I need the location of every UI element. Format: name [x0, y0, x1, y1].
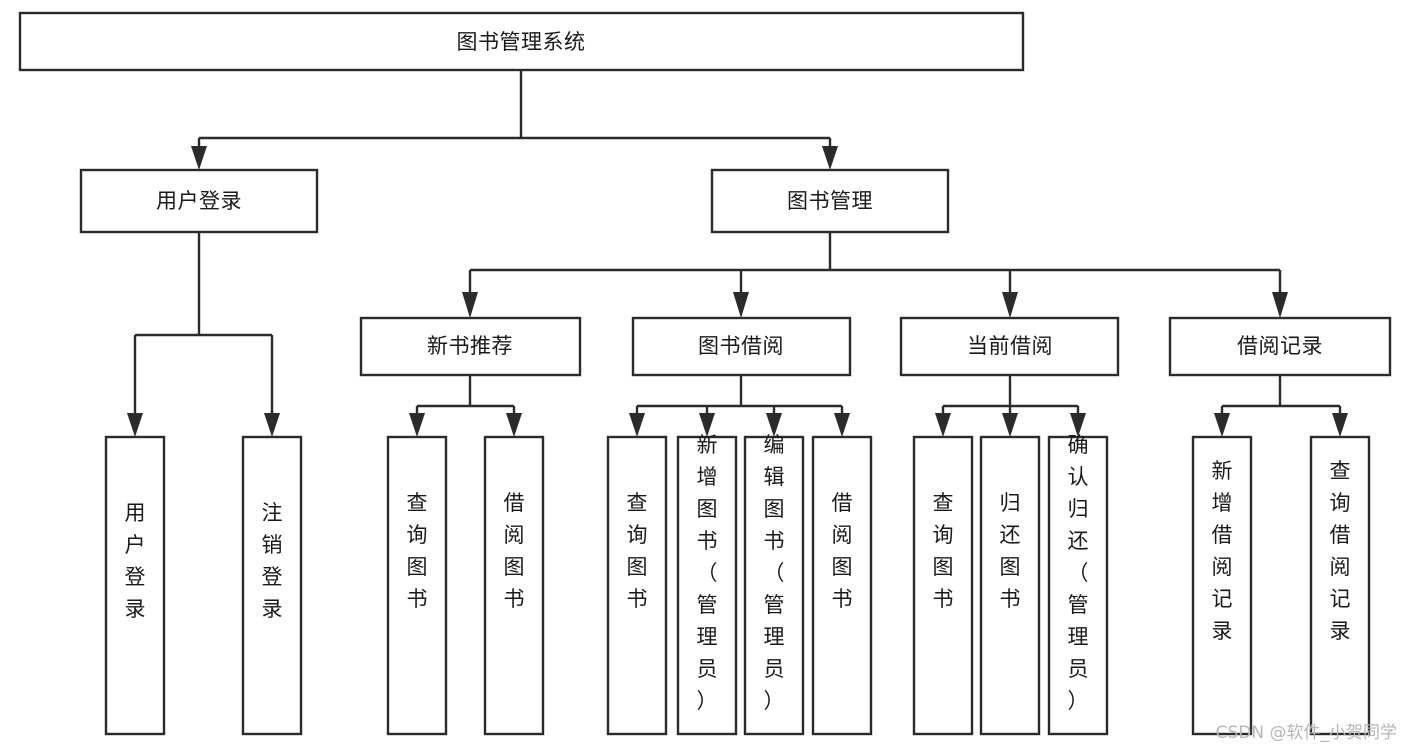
leaf-query-book-3[interactable]: 查询图书 — [912, 435, 974, 736]
arrow-book-borrow-leaf-2 — [699, 413, 715, 437]
node-current-borrow-box[interactable] — [899, 316, 1120, 377]
node-new-book-recommend[interactable]: 新书推荐 — [359, 316, 582, 377]
leaf-query-book-2[interactable]: 查询图书 — [606, 435, 668, 736]
leaf-confirm-return[interactable]: 确认归还（管理员） — [1047, 433, 1109, 736]
arrow-to-book-borrow — [733, 292, 749, 318]
node-user-login-label: 用户登录 — [156, 189, 242, 213]
leaf-query-record-label: 查询借阅记录 — [1330, 459, 1351, 643]
connector-new-book-recommend-to-leaves — [415, 375, 516, 427]
leaf-query-book-2-label: 查询图书 — [627, 491, 648, 611]
arrow-user-login-leaf-2 — [264, 413, 280, 437]
leaf-borrow-book-2-label: 借阅图书 — [832, 491, 853, 611]
leaf-query-book-3-box[interactable] — [912, 435, 974, 736]
leaf-add-book[interactable]: 新增图书（管理员） — [676, 433, 738, 736]
leaf-user-login[interactable]: 用户登录 — [104, 435, 166, 736]
node-user-login[interactable]: 用户登录 — [79, 168, 319, 234]
leaf-return-book-label: 归还图书 — [1000, 491, 1021, 611]
arrow-new-book-leaf-2 — [506, 413, 522, 437]
arrow-to-borrow-record — [1272, 292, 1288, 318]
leaf-user-logout[interactable]: 注销登录 — [241, 435, 303, 736]
node-borrow-record[interactable]: 借阅记录 — [1168, 316, 1392, 377]
leaf-query-book-1-box[interactable] — [386, 435, 448, 736]
arrow-book-borrow-leaf-4 — [834, 413, 850, 437]
arrow-borrow-record-leaf-2 — [1332, 413, 1348, 437]
leaf-borrow-book-1-label: 借阅图书 — [504, 491, 525, 611]
node-book-borrow-box[interactable] — [631, 316, 852, 377]
arrow-current-borrow-leaf-1 — [935, 413, 951, 437]
arrow-book-borrow-leaf-1 — [629, 413, 645, 437]
leaf-user-logout-label: 注销登录 — [262, 501, 283, 621]
connector-borrow-record-to-leaves — [1220, 375, 1342, 427]
leaf-confirm-return-label: 确认归还（管理员） — [1068, 433, 1089, 713]
node-current-borrow-label: 当前借阅 — [967, 334, 1053, 358]
node-new-book-recommend-label: 新书推荐 — [427, 334, 513, 358]
node-current-borrow[interactable]: 当前借阅 — [899, 316, 1120, 377]
leaf-user-login-box[interactable] — [104, 435, 166, 736]
csdn-watermark: CSDN @软件_小贺同学 — [1215, 723, 1397, 743]
leaf-add-book-box[interactable] — [676, 435, 738, 736]
leaf-query-record[interactable]: 查询借阅记录 — [1309, 435, 1371, 736]
leaf-edit-book[interactable]: 编辑图书（管理员） — [743, 433, 805, 736]
connector-root-to-level2 — [197, 70, 832, 160]
leaf-query-book-1[interactable]: 查询图书 — [386, 435, 448, 736]
connector-book-management-to-level3 — [468, 232, 1282, 308]
leaf-query-book-2-box[interactable] — [606, 435, 668, 736]
leaf-edit-book-label: 编辑图书（管理员） — [764, 433, 785, 713]
connector-layer — [127, 70, 1348, 437]
arrow-borrow-record-leaf-1 — [1214, 413, 1230, 437]
node-new-book-recommend-box[interactable] — [359, 316, 582, 377]
arrow-new-book-leaf-1 — [409, 413, 425, 437]
arrow-to-current-borrow — [1002, 292, 1018, 318]
leaf-confirm-return-box[interactable] — [1047, 435, 1109, 736]
arrow-current-borrow-leaf-2 — [1002, 413, 1018, 437]
leaf-borrow-book-1[interactable]: 借阅图书 — [483, 435, 545, 736]
leaf-add-record-label: 新增借阅记录 — [1212, 459, 1233, 643]
node-borrow-record-box[interactable] — [1168, 316, 1392, 377]
node-book-borrow-label: 图书借阅 — [698, 334, 784, 358]
leaf-user-login-label: 用户登录 — [125, 501, 146, 621]
leaf-return-book[interactable]: 归还图书 — [979, 435, 1041, 736]
leaf-query-book-3-label: 查询图书 — [933, 491, 954, 611]
node-book-management[interactable]: 图书管理 — [710, 168, 950, 234]
leaf-query-book-1-label: 查询图书 — [407, 491, 428, 611]
node-root-box[interactable] — [18, 11, 1025, 72]
node-borrow-record-label: 借阅记录 — [1237, 334, 1323, 358]
leaf-add-record[interactable]: 新增借阅记录 — [1191, 435, 1253, 736]
node-book-borrow[interactable]: 图书借阅 — [631, 316, 852, 377]
leaf-borrow-book-2[interactable]: 借阅图书 — [811, 435, 873, 736]
node-root[interactable]: 图书管理系统 — [18, 11, 1025, 72]
node-book-management-box[interactable] — [710, 168, 950, 234]
connector-book-borrow-to-leaves — [635, 375, 844, 427]
leaf-borrow-book-2-box[interactable] — [811, 435, 873, 736]
node-root-label: 图书管理系统 — [457, 30, 586, 54]
connector-user-login-to-leaves — [133, 232, 274, 427]
leaf-query-record-box[interactable] — [1309, 435, 1371, 736]
leaf-add-book-label: 新增图书（管理员） — [697, 433, 718, 713]
leaf-user-logout-box[interactable] — [241, 435, 303, 736]
leaf-return-book-box[interactable] — [979, 435, 1041, 736]
node-book-management-label: 图书管理 — [787, 189, 873, 213]
arrow-current-borrow-leaf-3 — [1070, 413, 1086, 437]
leaf-borrow-book-1-box[interactable] — [483, 435, 545, 736]
leaf-add-record-box[interactable] — [1191, 435, 1253, 736]
arrow-root-to-user-login — [191, 146, 207, 170]
leaf-edit-book-box[interactable] — [743, 435, 805, 736]
arrow-user-login-leaf-1 — [127, 413, 143, 437]
arrow-root-to-book-management — [822, 146, 838, 170]
arrow-book-borrow-leaf-3 — [766, 413, 782, 437]
arrow-to-new-book-recommend — [462, 292, 478, 318]
node-user-login-box[interactable] — [79, 168, 319, 234]
